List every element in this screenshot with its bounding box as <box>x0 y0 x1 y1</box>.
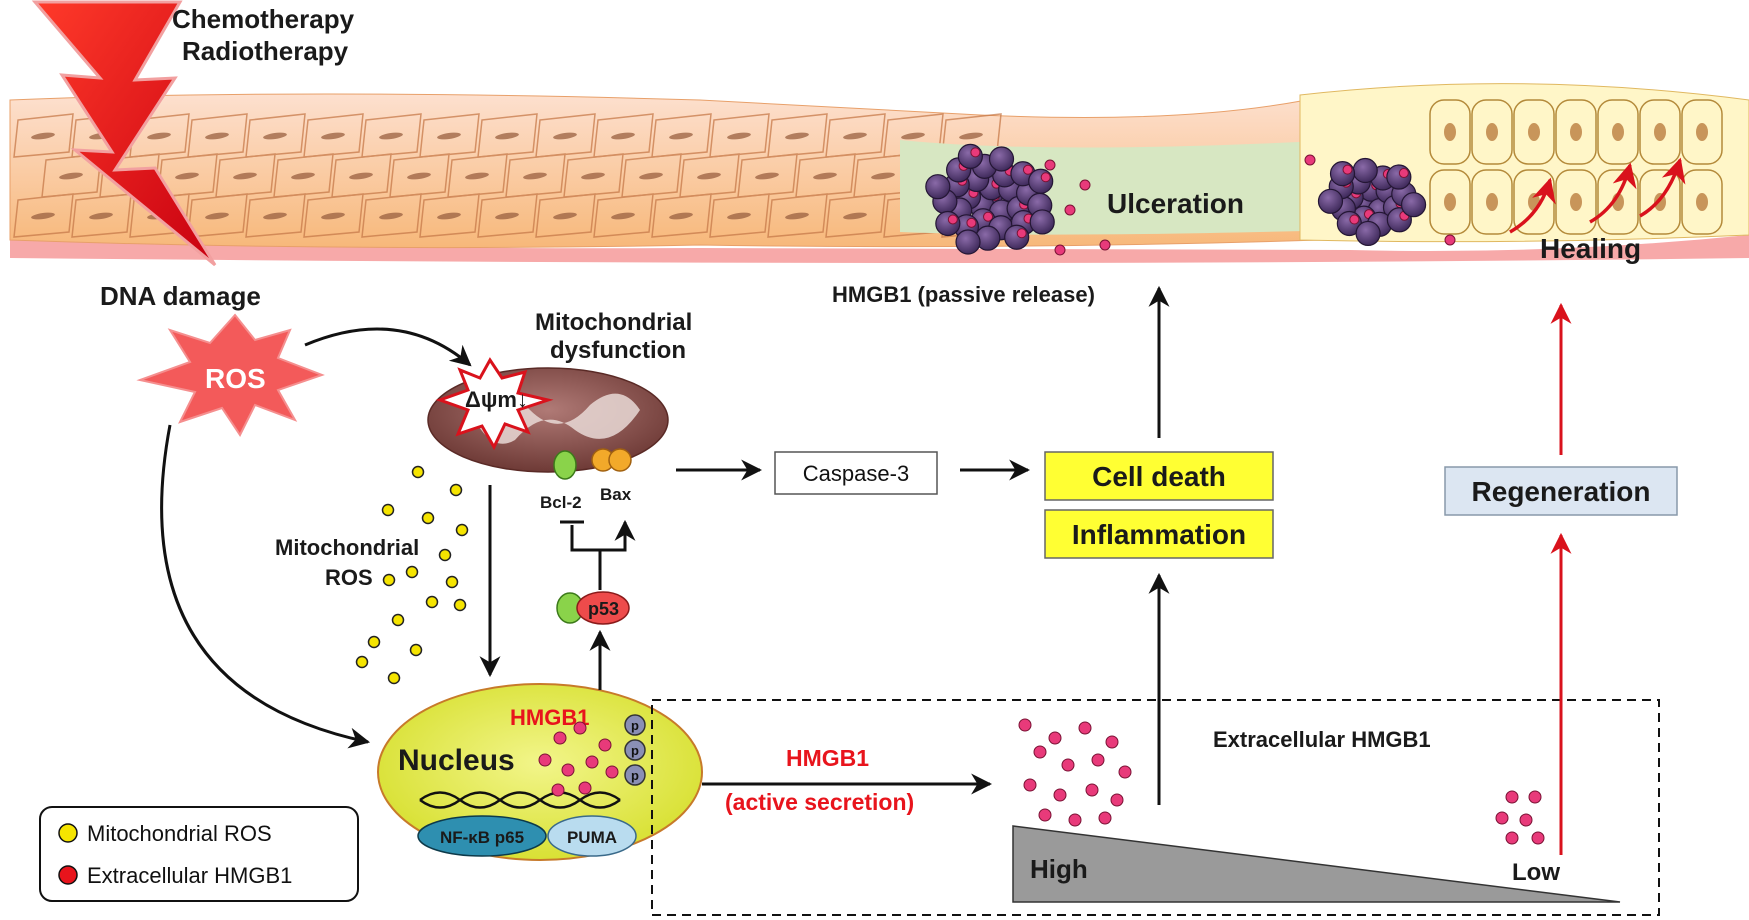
radiation-bolt-icon <box>31 0 217 267</box>
puma-label: PUMA <box>567 828 617 847</box>
legend-box <box>39 806 359 902</box>
extracellular-title: Extracellular HMGB1 <box>1213 727 1431 752</box>
inflammation-box <box>1044 509 1274 559</box>
mito-ros-label-2: ROS <box>325 565 373 590</box>
nuclear-hmgb1-particles <box>538 721 619 797</box>
nucleus <box>377 683 703 861</box>
legend-ros-label: Mitochondrial ROS <box>87 821 272 846</box>
cell-death-box <box>1044 451 1274 501</box>
low-label: Low <box>1512 859 1560 886</box>
nucleus-label: Nucleus <box>398 744 515 777</box>
mito-title-2: dysfunction <box>550 337 686 364</box>
bax-label: Bax <box>600 485 632 504</box>
phospho-badges: ppp <box>624 714 646 786</box>
bcl2-protein <box>553 450 577 480</box>
ros-label: ROS <box>205 363 266 394</box>
epithelium-band <box>9 83 1749 263</box>
secretion-label-1: HMGB1 <box>786 745 869 771</box>
dna-helix-icon <box>419 791 621 809</box>
p53-label: p53 <box>588 599 619 619</box>
p53-regulation <box>560 519 636 590</box>
nfkb-oval <box>417 815 547 857</box>
regeneration-label: Regeneration <box>1472 476 1651 507</box>
nfkb-label: NF-κB p65 <box>440 828 524 847</box>
treatment-label-2: Radiotherapy <box>182 36 349 66</box>
puma-oval <box>547 815 637 857</box>
dna-damage-label: DNA damage <box>100 281 261 311</box>
mito-title-1: Mitochondrial <box>535 309 692 336</box>
healing-arrows <box>1509 157 1686 234</box>
regeneration-box <box>1444 466 1678 516</box>
svg-text:p: p <box>631 718 639 733</box>
secretion-label-2: (active secretion) <box>725 789 914 815</box>
ros-starburst <box>136 313 325 437</box>
dying-cell-clusters <box>925 143 1456 256</box>
legend-hmgb1-label: Extracellular HMGB1 <box>87 863 292 888</box>
ulceration-label: Ulceration <box>1107 188 1244 219</box>
legend-hmgb1-swatch <box>58 865 78 885</box>
mitochondrial-ros-dots <box>355 465 469 685</box>
cell-death-label: Cell death <box>1092 461 1226 492</box>
inflammation-label: Inflammation <box>1072 519 1246 550</box>
delta-psi-label: Δψm↓ <box>465 387 528 412</box>
svg-text:p: p <box>631 743 639 758</box>
membrane-potential-starburst <box>435 357 554 451</box>
hmgb1-passive-label: HMGB1 (passive release) <box>832 282 1095 307</box>
concentration-gradient <box>1012 825 1621 903</box>
extracellular-hmgb1-particles <box>1018 718 1545 845</box>
bcl2-label: Bcl-2 <box>540 493 582 512</box>
high-label: High <box>1030 854 1088 884</box>
treatment-label-1: Chemotherapy <box>172 4 355 34</box>
p53-protein <box>576 591 630 625</box>
healing-label: Healing <box>1540 233 1641 264</box>
mito-ros-label-1: Mitochondrial <box>275 535 419 560</box>
extracellular-region <box>651 699 1660 916</box>
svg-text:p: p <box>631 768 639 783</box>
caspase-label: Caspase-3 <box>803 461 909 486</box>
pathway-arrows <box>160 285 1170 805</box>
legend-ros-swatch <box>58 823 78 843</box>
caspase-box <box>774 451 938 495</box>
